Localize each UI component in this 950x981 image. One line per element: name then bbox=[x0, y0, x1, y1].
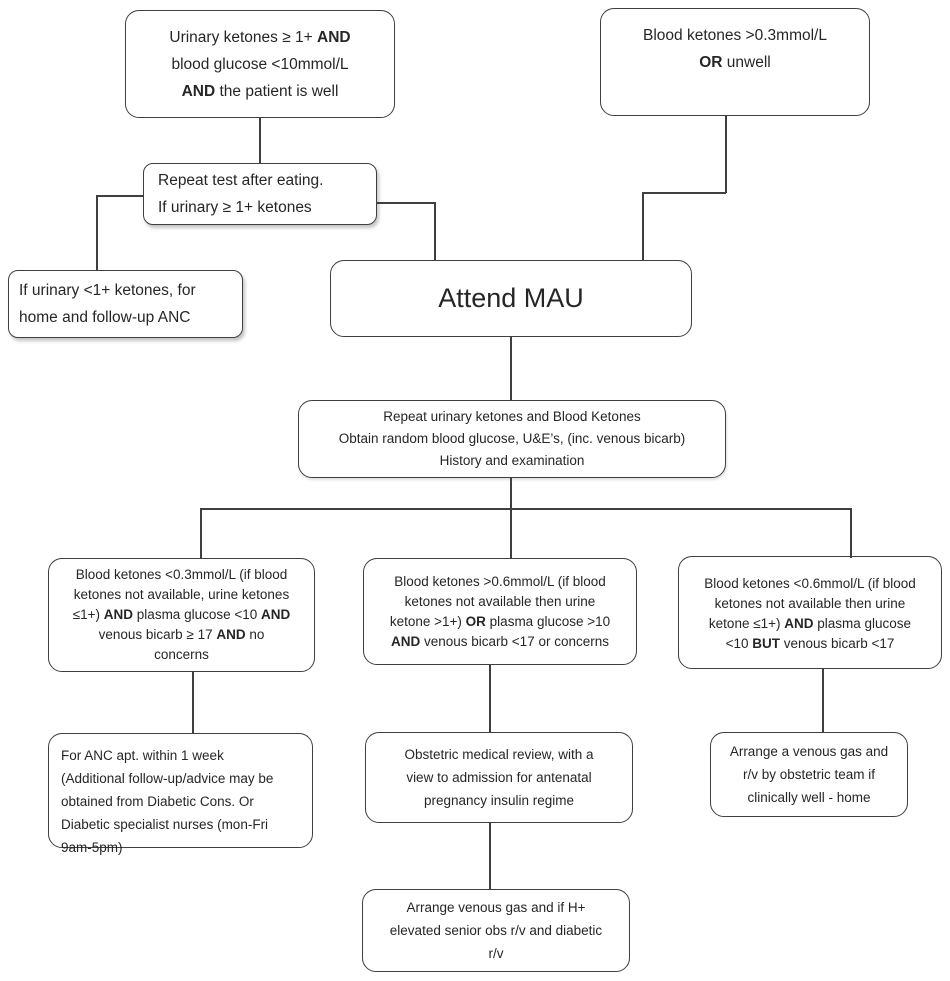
node-action-venous-gas-senior: Arrange venous gas and if H+ elevated se… bbox=[362, 889, 630, 972]
connector-repeat-test-to-home-anc-v bbox=[96, 195, 98, 270]
connector-entry-blood-to-mau-v1 bbox=[725, 116, 727, 193]
connector-entry-blood-to-mau-h bbox=[642, 192, 726, 194]
connector-repeat-test-to-home-anc-h bbox=[96, 195, 143, 197]
node-criteria-high-risk-text: Blood ketones >0.6mmol/L (if blood keton… bbox=[389, 573, 611, 649]
node-action-anc-appointment: For ANC apt. within 1 week (Additional f… bbox=[48, 733, 313, 855]
node-action-venous-gas-rv-text: Arrange a venous gas and r/v by obstetri… bbox=[729, 744, 889, 805]
node-home-follow-up-anc-text: If urinary <1+ ketones, for home and fol… bbox=[19, 282, 196, 326]
node-action-obstetric-review: Obstetric medical review, with a view to… bbox=[365, 732, 633, 823]
node-attend-mau: Attend MAU bbox=[330, 260, 692, 337]
node-criteria-intermediate: Blood ketones <0.6mmol/L (if blood keton… bbox=[678, 556, 942, 669]
node-entry-urinary-ketones: Urinary ketones ≥ 1+ AND blood glucose <… bbox=[125, 10, 395, 118]
connector-criteria-low-to-action-anc bbox=[192, 672, 194, 733]
connector-repeat-test-to-mau-v bbox=[434, 202, 436, 260]
node-repeat-test-after-eating-text: Repeat test after eating. If urinary ≥ 1… bbox=[158, 172, 324, 216]
connector-criteria-intermediate-to-action-venous bbox=[822, 669, 824, 732]
connector-obstetric-to-venous-senior bbox=[489, 823, 491, 889]
node-repeat-test-after-eating: Repeat test after eating. If urinary ≥ 1… bbox=[143, 163, 377, 225]
connector-mau-to-assessment bbox=[510, 337, 512, 400]
node-action-obstetric-review-text: Obstetric medical review, with a view to… bbox=[404, 747, 594, 808]
connector-entry-blood-to-mau-v2 bbox=[642, 192, 644, 260]
node-criteria-intermediate-text: Blood ketones <0.6mmol/L (if blood keton… bbox=[704, 576, 916, 651]
node-entry-blood-ketones-text: Blood ketones >0.3mmol/L OR unwell bbox=[643, 27, 827, 71]
node-home-follow-up-anc: If urinary <1+ ketones, for home and fol… bbox=[8, 270, 243, 338]
connector-repeat-test-to-mau-h bbox=[377, 202, 434, 204]
connector-criteria-high-to-action-obstetric bbox=[489, 665, 491, 732]
node-mau-assessment: Repeat urinary ketones and Blood Ketones… bbox=[298, 400, 726, 478]
connector-assessment-to-criteria-high bbox=[510, 478, 512, 558]
connector-branch-to-criteria-low bbox=[200, 508, 202, 558]
connector-branch-horizontal bbox=[200, 508, 851, 510]
connector-entry-urinary-to-repeat-test bbox=[259, 118, 261, 163]
node-entry-blood-ketones: Blood ketones >0.3mmol/L OR unwell bbox=[600, 8, 870, 116]
node-action-venous-gas-rv: Arrange a venous gas and r/v by obstetri… bbox=[710, 732, 908, 817]
node-attend-mau-text: Attend MAU bbox=[438, 283, 584, 313]
node-criteria-low-risk: Blood ketones <0.3mmol/L (if blood keton… bbox=[48, 558, 315, 672]
node-criteria-high-risk: Blood ketones >0.6mmol/L (if blood keton… bbox=[363, 558, 637, 665]
node-action-anc-appointment-text: For ANC apt. within 1 week (Additional f… bbox=[61, 748, 274, 855]
node-action-venous-gas-senior-text: Arrange venous gas and if H+ elevated se… bbox=[389, 900, 603, 961]
connector-branch-to-criteria-intermediate bbox=[850, 508, 852, 558]
node-entry-urinary-ketones-text: Urinary ketones ≥ 1+ AND blood glucose <… bbox=[169, 28, 351, 100]
node-criteria-low-risk-text: Blood ketones <0.3mmol/L (if blood keton… bbox=[72, 567, 291, 662]
node-mau-assessment-text: Repeat urinary ketones and Blood Ketones… bbox=[338, 409, 686, 468]
